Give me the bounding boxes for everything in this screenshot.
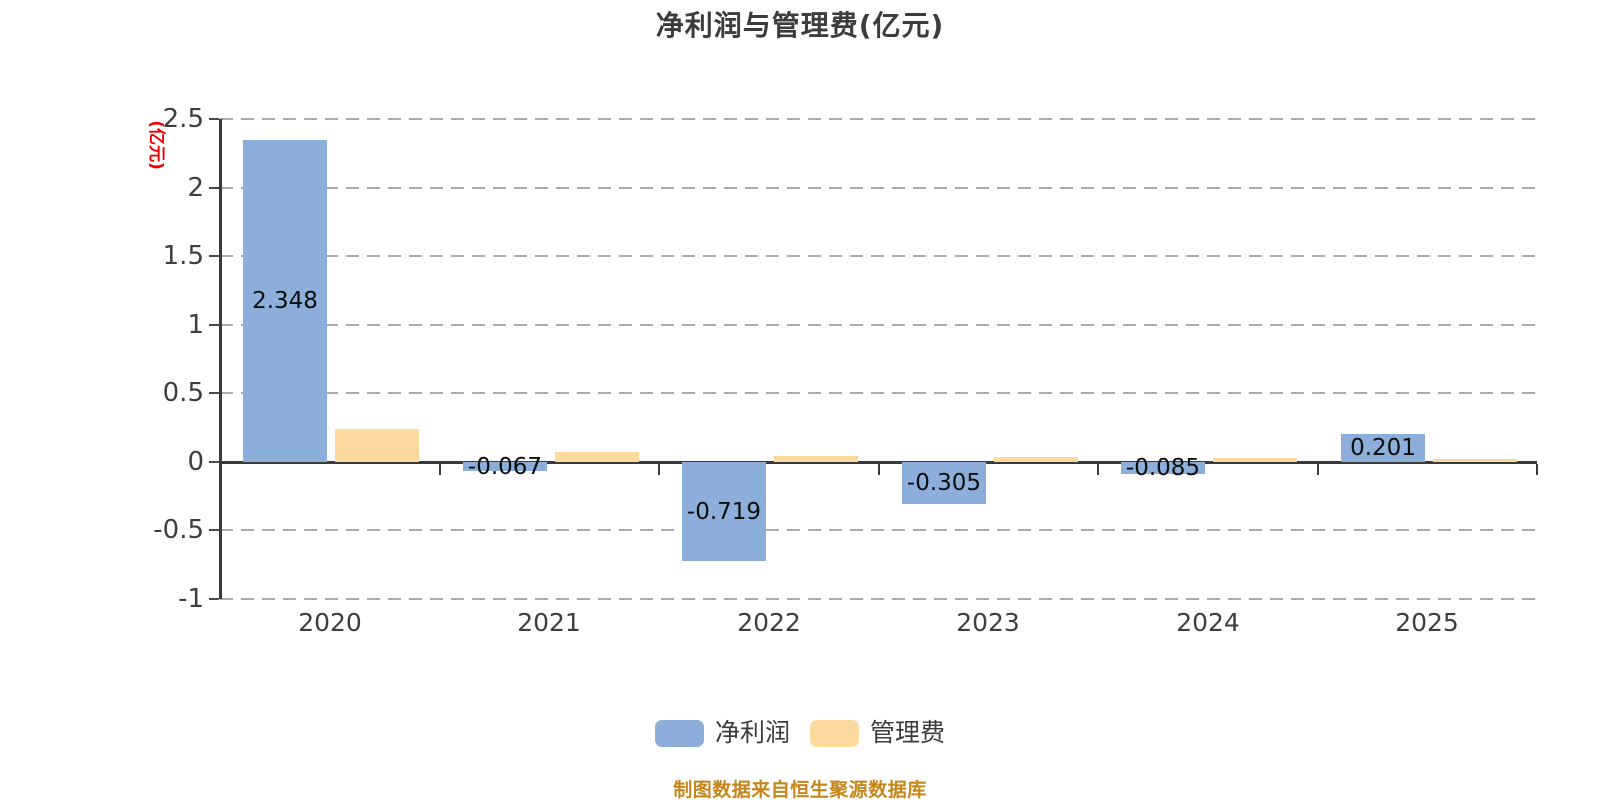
grid-line xyxy=(220,187,1537,189)
legend: 净利润 管理费 xyxy=(0,719,1600,747)
bar-value-label: -0.719 xyxy=(686,498,762,525)
legend-label: 管理费 xyxy=(870,718,946,747)
grid-line xyxy=(220,598,1537,600)
y-axis-tick xyxy=(209,529,219,531)
legend-label: 净利润 xyxy=(714,718,790,747)
bar-净利润-2021 xyxy=(463,462,547,471)
x-axis-tick xyxy=(878,464,880,475)
bar-净利润-2024 xyxy=(1121,462,1205,474)
x-axis-category-label: 2025 xyxy=(1395,608,1459,637)
x-axis-tick xyxy=(439,464,441,475)
x-axis-tick xyxy=(1097,464,1099,475)
x-axis-tick xyxy=(1317,464,1319,475)
y-axis-tick xyxy=(209,255,219,257)
y-axis-tick xyxy=(209,392,219,394)
bar-管理费-2024 xyxy=(1213,458,1297,462)
grid-line xyxy=(220,392,1537,394)
bar-管理费-2020 xyxy=(335,429,419,462)
x-axis-tick xyxy=(658,464,660,475)
x-axis-line xyxy=(220,461,1537,464)
grid-line xyxy=(220,255,1537,257)
y-axis-tick-label: 0.5 xyxy=(162,378,204,408)
bar-管理费-2025 xyxy=(1433,459,1517,462)
bar-净利润-2020 xyxy=(243,140,327,462)
x-axis-category-label: 2020 xyxy=(298,608,362,637)
y-axis-tick-label: 1 xyxy=(187,310,204,340)
y-axis-line xyxy=(219,119,222,599)
legend-item-管理费: 管理费 xyxy=(810,719,945,747)
bar-管理费-2022 xyxy=(774,456,858,462)
y-axis-tick xyxy=(209,118,219,120)
grid-line xyxy=(220,118,1537,120)
chart-title: 净利润与管理费(亿元) xyxy=(655,9,945,42)
bar-净利润-2022 xyxy=(682,462,766,561)
bar-value-label: 2.348 xyxy=(252,288,318,314)
grid-line xyxy=(220,529,1537,531)
y-axis-tick xyxy=(209,461,219,463)
y-axis-tick-label: 0 xyxy=(187,447,204,477)
x-axis-category-label: 2021 xyxy=(517,608,581,637)
legend-swatch xyxy=(810,719,859,747)
bar-value-label: -0.067 xyxy=(467,453,543,480)
data-source-note: 制图数据来自恒生聚源数据库 xyxy=(673,779,927,800)
bar-管理费-2023 xyxy=(994,457,1078,462)
x-axis-category-label: 2023 xyxy=(956,608,1020,637)
y-axis-tick-label: -1 xyxy=(178,584,204,614)
bar-净利润-2023 xyxy=(902,462,986,504)
y-axis-tick-label: -0.5 xyxy=(153,515,204,545)
y-axis-tick-label: 2.5 xyxy=(162,104,204,134)
legend-item-净利润: 净利润 xyxy=(654,718,790,747)
y-axis-tick xyxy=(209,598,219,600)
x-axis-category-label: 2024 xyxy=(1176,608,1240,637)
bar-value-label: -0.305 xyxy=(906,470,982,496)
y-axis-tick-label: 2 xyxy=(187,173,204,203)
y-axis-tick xyxy=(209,324,219,326)
legend-swatch xyxy=(654,719,704,747)
bar-value-label: -0.085 xyxy=(1125,455,1201,481)
y-axis-tick xyxy=(209,187,219,189)
x-axis-category-label: 2022 xyxy=(737,608,801,637)
y-axis-tick-label: 1.5 xyxy=(162,241,204,271)
bar-管理费-2021 xyxy=(555,452,639,462)
grid-line xyxy=(220,324,1537,326)
bar-value-label: 0.201 xyxy=(1350,435,1416,461)
bar-净利润-2025 xyxy=(1341,434,1425,462)
x-axis-tick xyxy=(1536,464,1538,475)
